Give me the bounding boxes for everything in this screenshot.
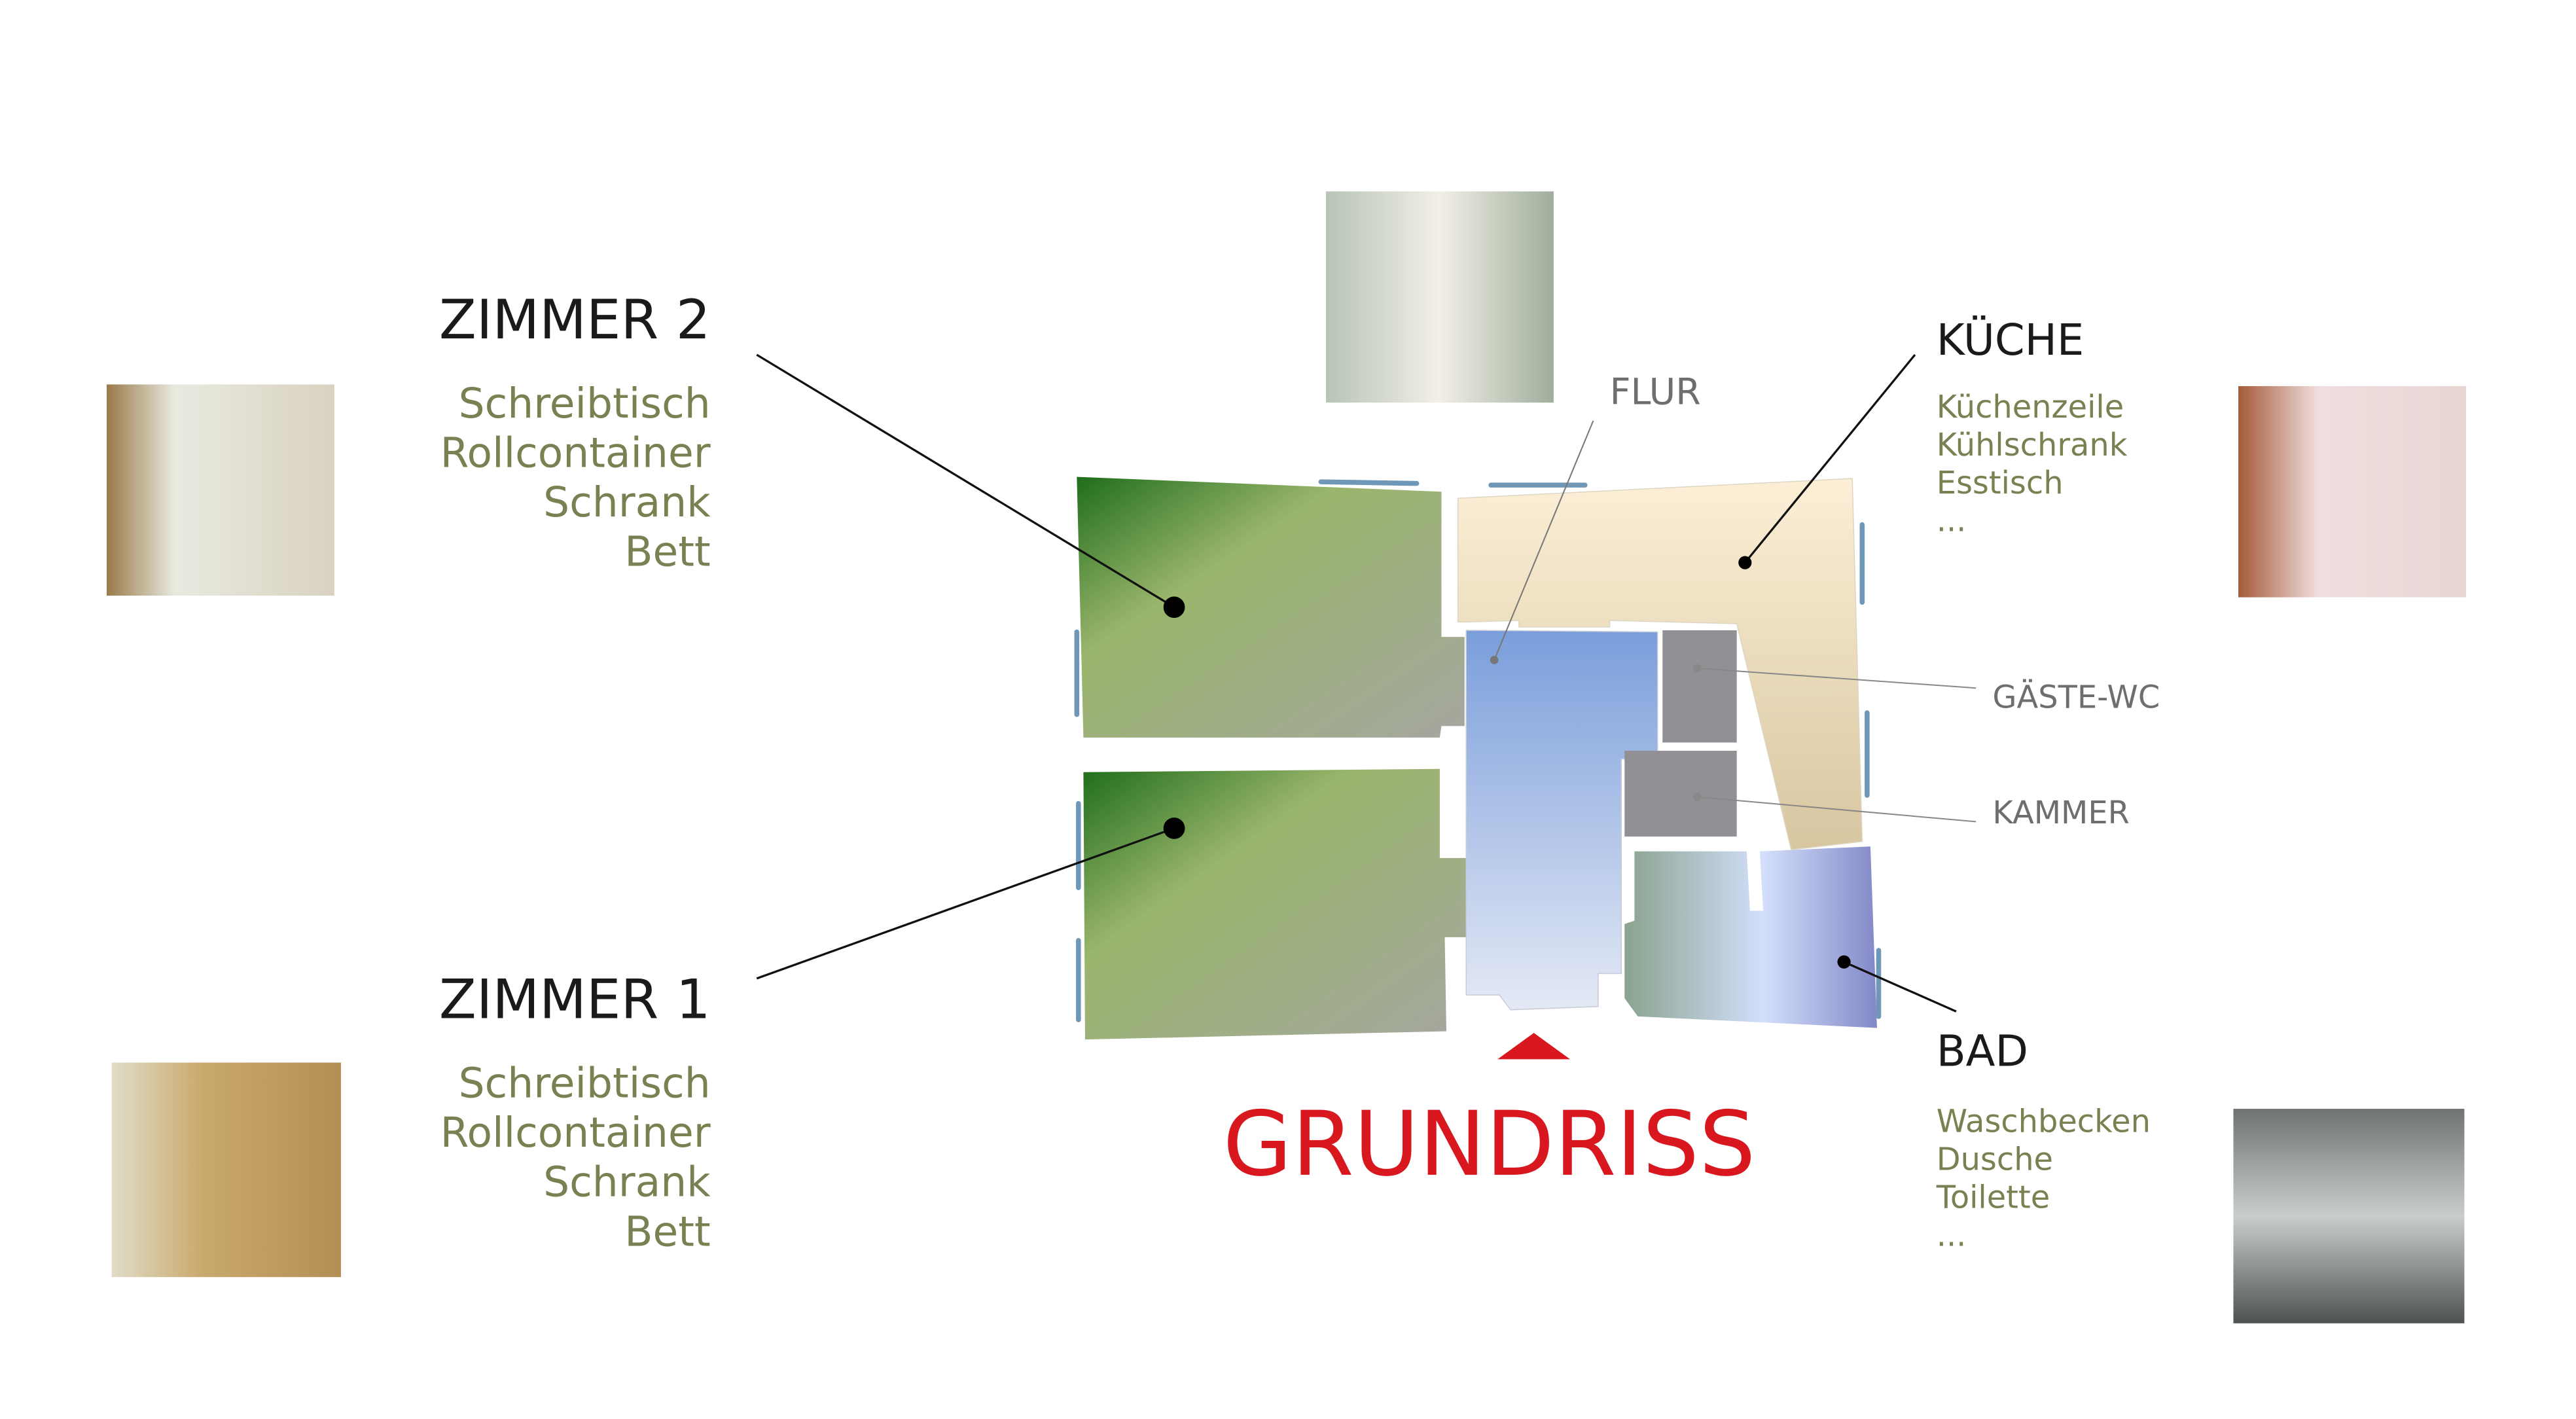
bad-title: BAD	[1937, 1027, 2028, 1077]
bad-item: Toilette	[1936, 1179, 2050, 1215]
room-bad	[1624, 846, 1877, 1028]
room-zimmer-1	[1083, 768, 1467, 1040]
room-kammer	[1624, 751, 1737, 837]
kueche-title: KÜCHE	[1937, 315, 2084, 365]
photo-bad	[2233, 1109, 2465, 1323]
bad-item: ...	[1937, 1217, 1967, 1253]
entrance-arrow-icon	[1497, 1033, 1571, 1060]
photo-kueche	[2238, 386, 2466, 598]
leader-bad	[1843, 961, 1957, 1013]
zimmer-2-item: Bett	[624, 528, 710, 576]
room-flur	[1465, 630, 1658, 1011]
marker-gaeste-wc	[1692, 664, 1702, 673]
leader-zimmer-2	[756, 353, 1175, 609]
page-title: GRUNDRISS	[1223, 1093, 1756, 1196]
leader-gaeste-wc	[1697, 667, 1977, 689]
zimmer-1-item: Rollcontainer	[440, 1109, 711, 1157]
marker-zimmer-1	[1163, 817, 1185, 839]
marker-bad	[1837, 955, 1851, 969]
marker-kueche	[1738, 556, 1752, 569]
zimmer-1-item: Schreibtisch	[459, 1059, 711, 1107]
flur-label: FLUR	[1610, 372, 1701, 414]
zimmer-2-item: Schreibtisch	[459, 380, 711, 427]
photo-flur	[1325, 191, 1554, 403]
zimmer-1-item: Bett	[624, 1208, 710, 1255]
zimmer-2-item: Schrank	[543, 478, 711, 526]
room-kueche	[1457, 478, 1863, 851]
zimmer-2-title: ZIMMER 2	[439, 288, 711, 351]
marker-flur	[1490, 656, 1499, 664]
kueche-item: ...	[1937, 503, 1967, 539]
bad-item: Dusche	[1937, 1141, 2053, 1177]
room-gaeste-wc	[1662, 630, 1737, 743]
gaeste-wc-label: GÄSTE-WC	[1992, 679, 2160, 715]
zimmer-2-item: Rollcontainer	[440, 429, 711, 476]
photo-zimmer-1	[111, 1062, 341, 1278]
marker-zimmer-2	[1163, 596, 1185, 619]
kueche-item: Esstisch	[1937, 465, 2064, 501]
leader-kammer	[1697, 796, 1977, 823]
bad-item: Waschbecken	[1937, 1104, 2151, 1140]
windows	[1074, 479, 1882, 1022]
leader-flur	[1494, 420, 1594, 660]
leader-zimmer-1	[756, 827, 1175, 980]
room-zimmer-2	[1077, 476, 1465, 738]
marker-kammer	[1692, 793, 1702, 801]
zimmer-1-item: Schrank	[543, 1159, 711, 1206]
kueche-item: Kühlschrank	[1937, 427, 2128, 463]
leader-kueche	[1744, 353, 1916, 564]
zimmer-1-title: ZIMMER 1	[439, 967, 711, 1031]
kammer-label: KAMMER	[1992, 795, 2129, 831]
photo-zimmer-2	[107, 384, 334, 596]
kueche-item: Küchenzeile	[1937, 389, 2124, 425]
